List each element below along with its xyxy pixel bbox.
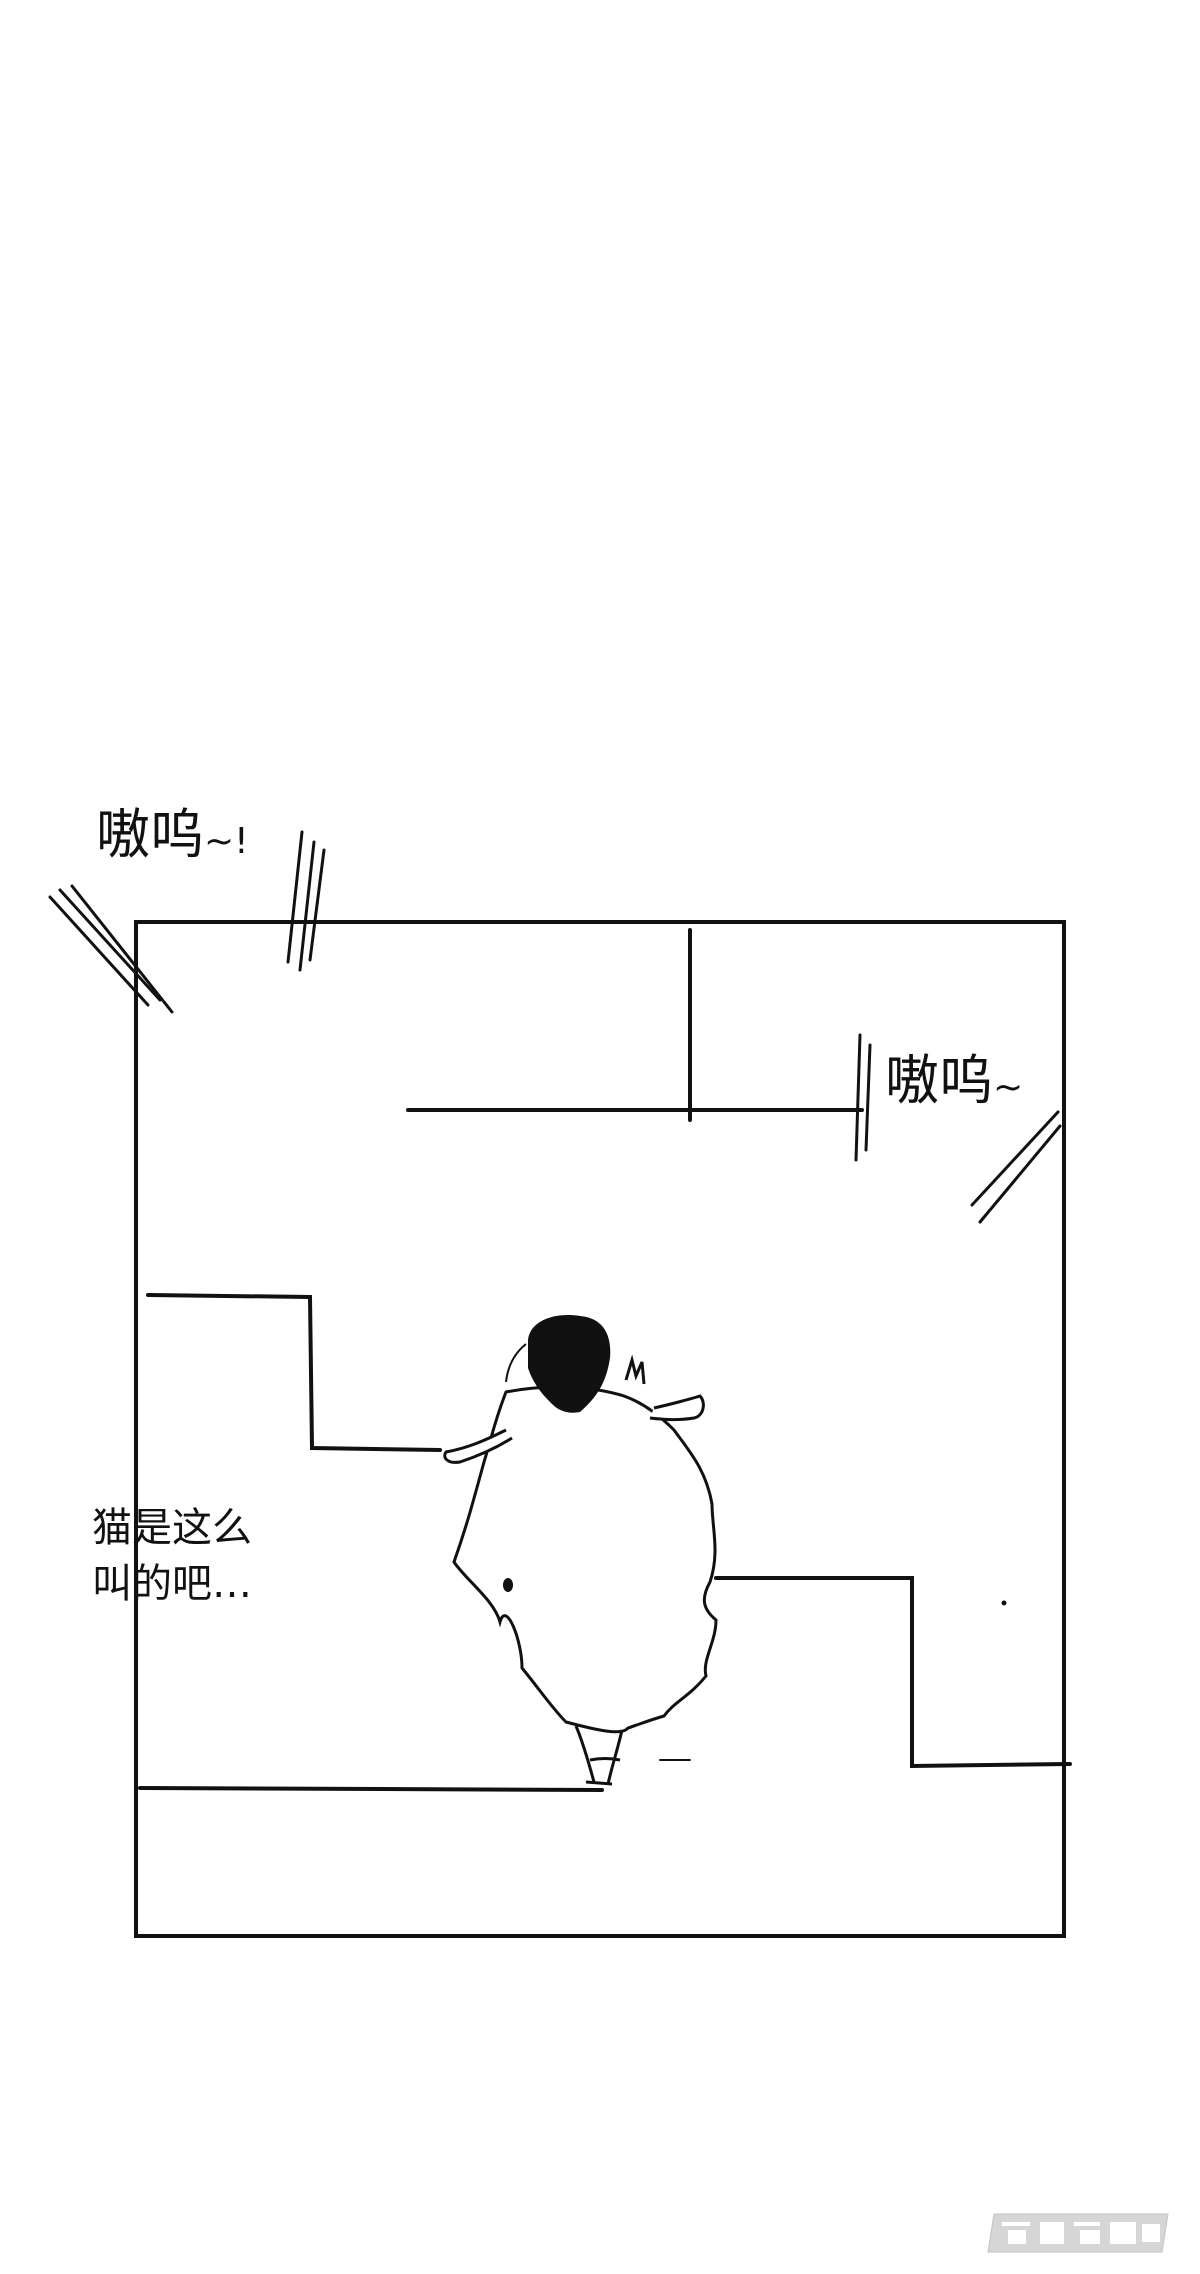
sound-effect-text: 嗷呜 — [96, 803, 204, 866]
sound-effect-tail: ~ — [993, 1067, 1024, 1108]
room-edges — [138, 928, 1072, 1792]
character-hair-strand — [505, 1343, 527, 1383]
character-ear-tufts — [624, 1354, 646, 1385]
sound-effect-tail: ~! — [204, 821, 249, 862]
character-right-arm — [649, 1394, 705, 1421]
character-cloak — [452, 1385, 718, 1734]
caption-line-one: 猫是这么 — [92, 1505, 252, 1551]
character-left-arm — [443, 1428, 513, 1464]
character-hair — [528, 1315, 611, 1413]
panel-frame — [134, 920, 1066, 1938]
sound-effect-text: 嗷呜 — [885, 1049, 993, 1112]
speed-lines-right — [970, 1110, 1062, 1224]
character-legs — [574, 1725, 624, 1786]
caption-box: 猫是这么 叫的吧… — [92, 1500, 252, 1612]
speed-lines-sfx-two — [854, 1033, 872, 1162]
speed-lines-sfx-one — [286, 830, 326, 972]
caption-line-two: 叫的吧… — [92, 1561, 252, 1607]
cloak-spot — [503, 1578, 513, 1592]
speed-lines-top-left — [48, 884, 174, 1014]
sound-effect-howl-two: 嗷呜~ — [885, 1054, 1023, 1108]
cloaked-character — [443, 1315, 718, 1786]
sound-effect-howl-one: 嗷呜~! — [96, 808, 249, 862]
site-logo-icon — [987, 2213, 1169, 2253]
